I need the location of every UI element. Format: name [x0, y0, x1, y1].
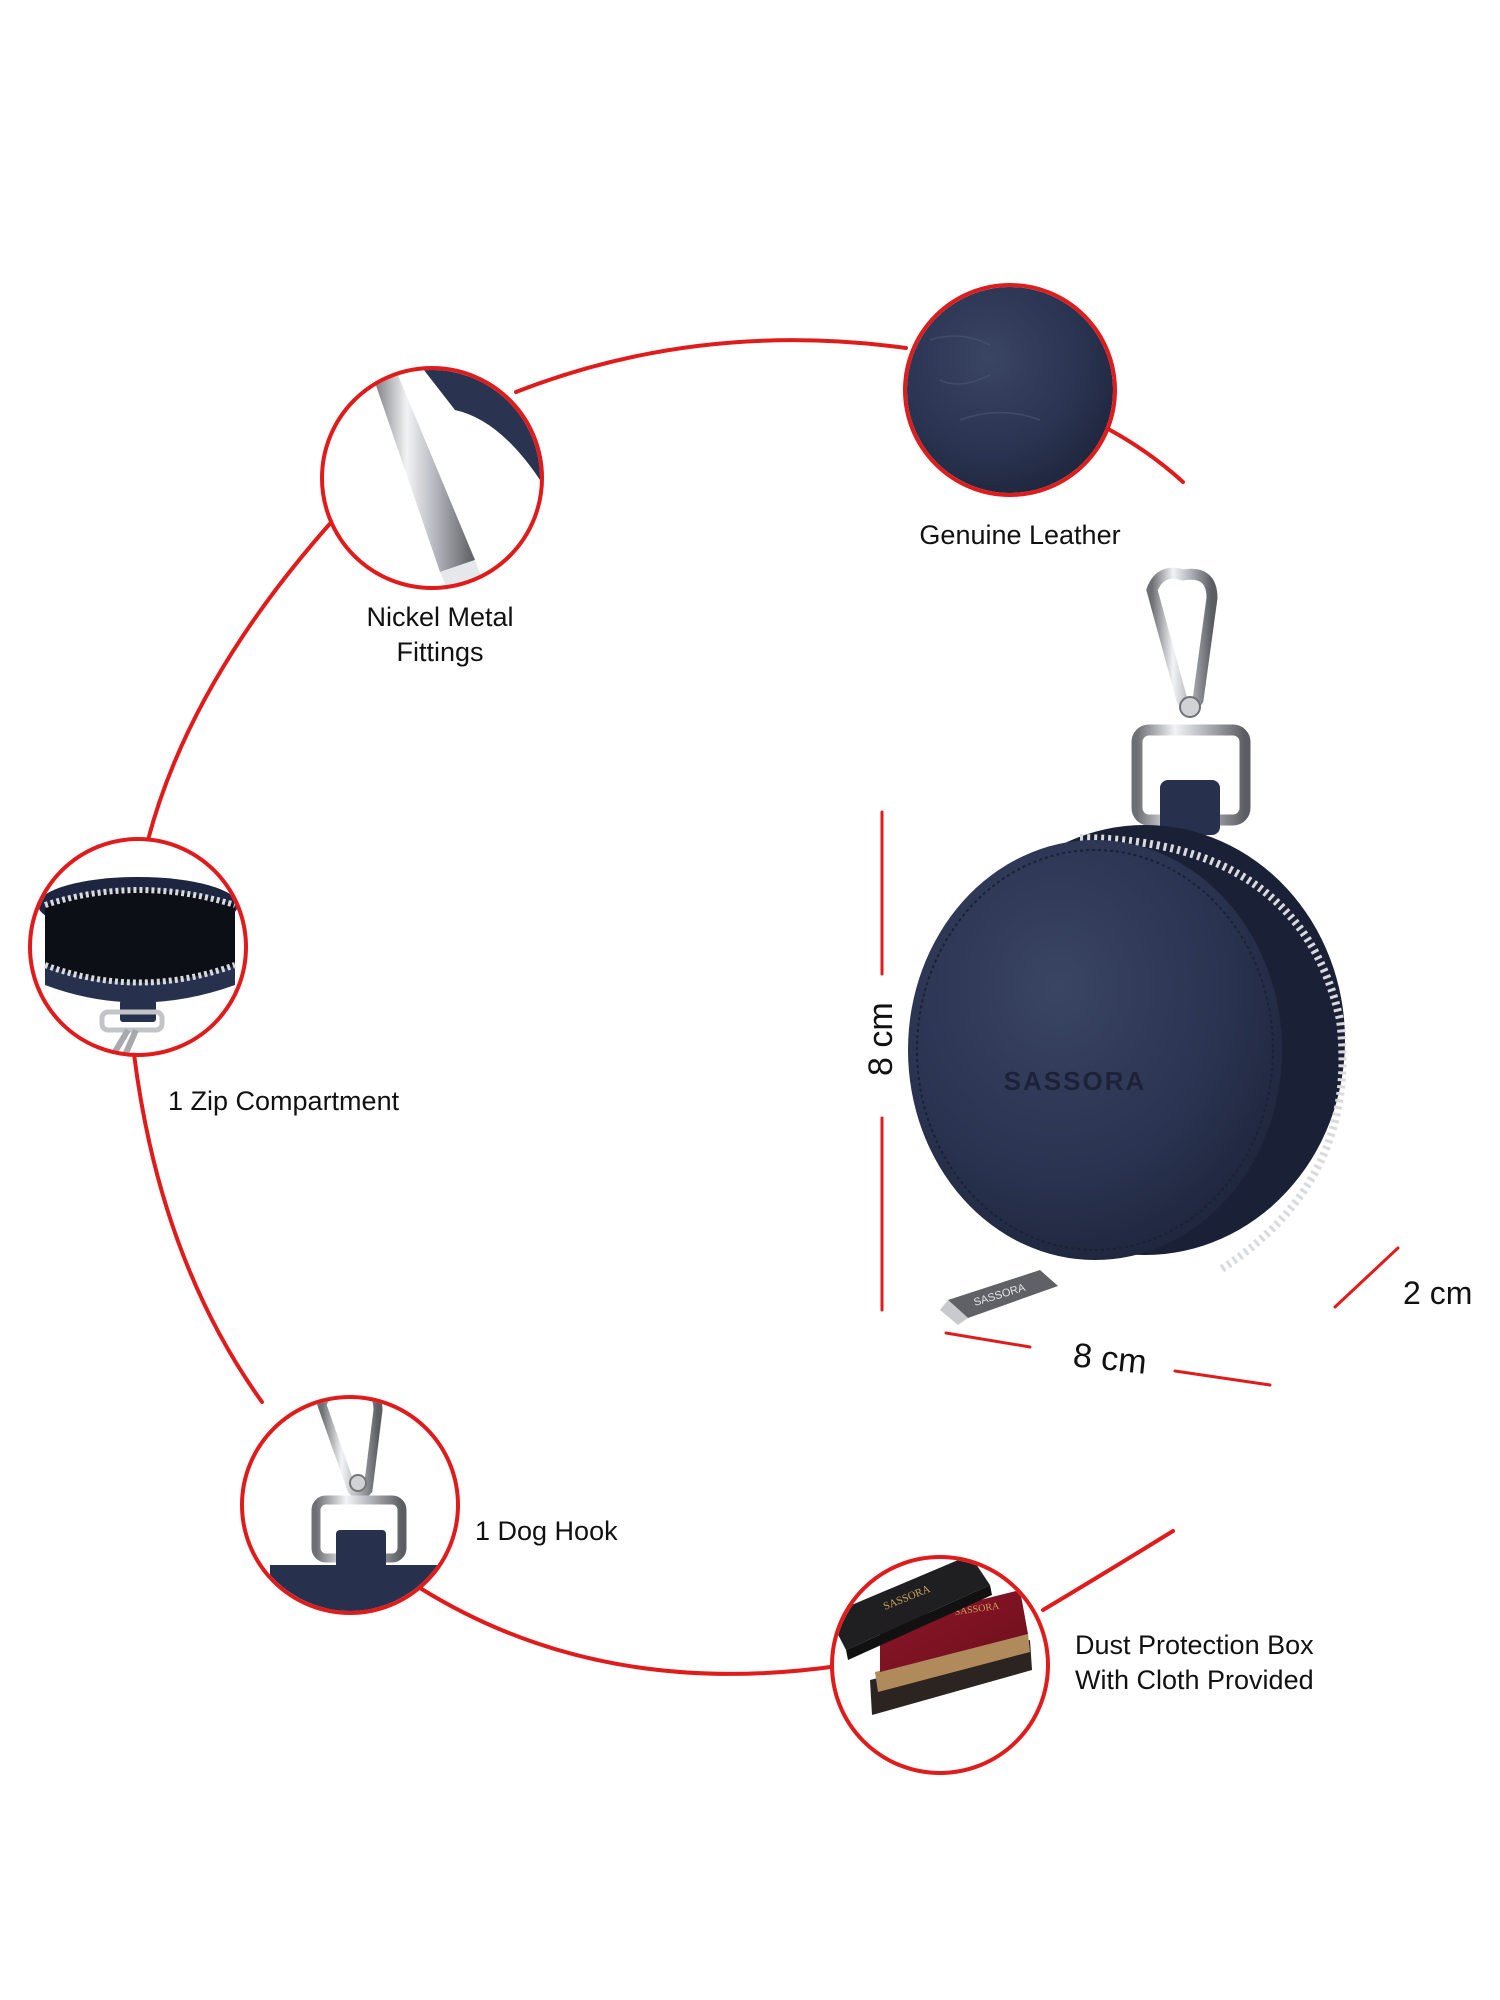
feature-label-genuine-leather: Genuine Leather [919, 518, 1120, 553]
dimension-lines [880, 810, 1400, 1387]
brand-emboss: SASSORA [1004, 1066, 1147, 1096]
feature-label-line: 1 Zip Compartment [168, 1086, 400, 1116]
feature-label-line: Dust Protection Box [1075, 1630, 1314, 1660]
dust-box-closeup: SASSORA SASSORA [834, 1559, 1046, 1771]
dimension-height-label: 8 cm [862, 1002, 900, 1076]
nickel-fitting-closeup [324, 370, 540, 586]
main-product-pouch: SASSORA SASSORA [908, 567, 1347, 1325]
feature-label-line: Genuine Leather [919, 520, 1121, 550]
feature-label-line: Fittings [396, 637, 484, 667]
feature-label-nickel-metal: Nickel Metal Fittings [366, 600, 513, 670]
feature-label-zip-compartment: 1 Zip Compartment [168, 1084, 399, 1119]
feature-label-line: Nickel Metal [366, 602, 514, 632]
feature-label-line: With Cloth Provided [1075, 1665, 1314, 1695]
dimension-width-label: 8 cm [1071, 1336, 1149, 1382]
open-zip-pouch-closeup [32, 841, 244, 1053]
genuine-leather-swatch [907, 287, 1113, 493]
connector-arc [132, 338, 1185, 1676]
feature-label-line: 1 Dog Hook [475, 1516, 618, 1546]
dimension-depth-label: 2 cm [1403, 1275, 1473, 1311]
feature-label-dust-box: Dust Protection Box With Cloth Provided [1075, 1628, 1314, 1698]
feature-label-dog-hook: 1 Dog Hook [475, 1514, 618, 1549]
